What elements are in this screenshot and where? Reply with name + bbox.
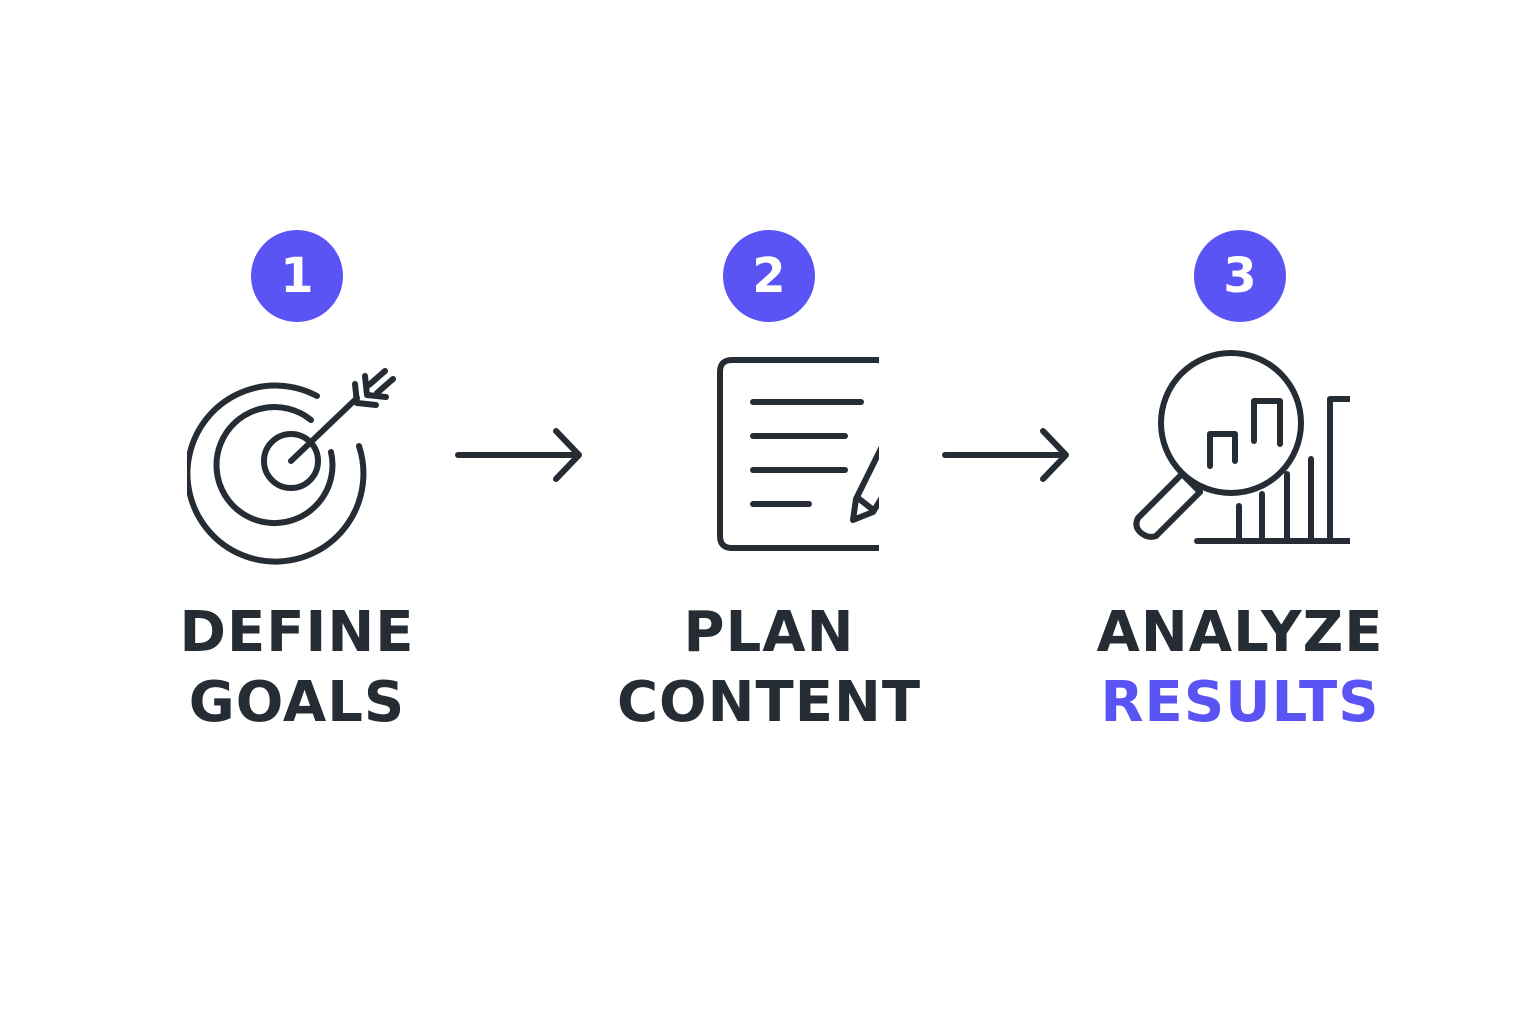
- step-label-line2: RESULTS: [1100, 670, 1380, 735]
- step-plan-content: 2 PLAN CONTENT: [609, 228, 929, 748]
- step-label: ANALYZE RESULTS: [1080, 598, 1400, 738]
- step-number-badge: 1: [251, 230, 343, 322]
- step-number-badge: 2: [723, 230, 815, 322]
- document-pencil-icon: [717, 357, 879, 551]
- step-label-line1: DEFINE: [179, 600, 415, 665]
- arrow-right-icon: [455, 428, 582, 482]
- step-label-line2: CONTENT: [616, 670, 922, 735]
- step-label-line1: PLAN: [683, 600, 855, 665]
- arrow-right-icon: [942, 428, 1069, 482]
- step-number-badge: 3: [1194, 230, 1286, 322]
- step-label: PLAN CONTENT: [609, 598, 929, 738]
- step-define-goals: 1 DEFINE GOALS: [137, 228, 457, 748]
- step-label-line2: GOALS: [188, 670, 406, 735]
- magnifier-chart-icon: [1133, 350, 1350, 544]
- step-label: DEFINE GOALS: [137, 598, 457, 738]
- target-icon: [187, 368, 396, 565]
- step-label-line1: ANALYZE: [1096, 600, 1384, 665]
- step-analyze-results: 3 ANALYZE RESULTS: [1080, 228, 1400, 748]
